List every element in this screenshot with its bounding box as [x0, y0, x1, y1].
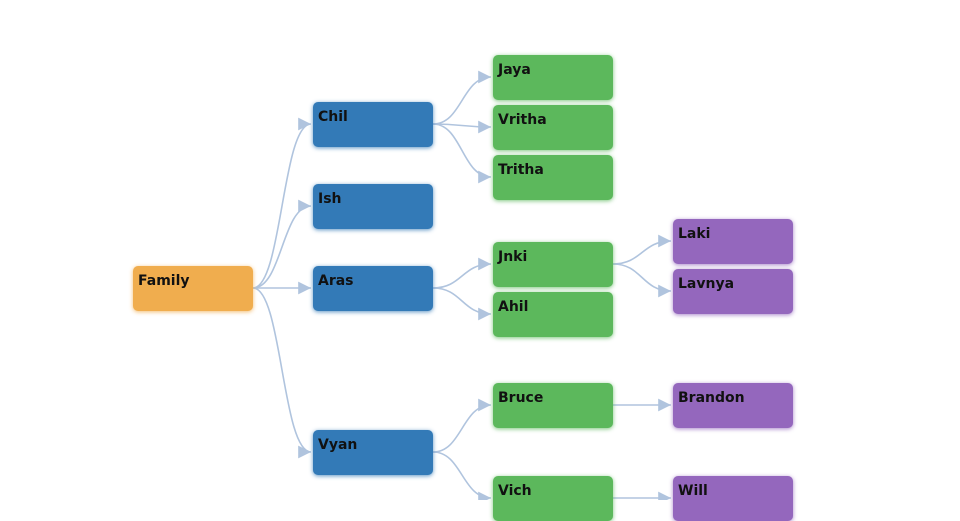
connector-aras-jnki [432, 257, 492, 289]
node-label: Tritha [498, 162, 544, 178]
node-jnki[interactable]: Jnki [493, 242, 613, 287]
connector-chil-tritha [432, 123, 492, 184]
node-will[interactable]: Will [673, 476, 793, 521]
node-lavnya[interactable]: Lavnya [673, 269, 793, 314]
node-ish[interactable]: Ish [313, 184, 433, 229]
node-label: Chil [318, 109, 348, 125]
node-jaya[interactable]: Jaya [493, 55, 613, 100]
node-label: Lavnya [678, 276, 735, 292]
node-label: Brandon [678, 390, 745, 406]
node-vich[interactable]: Vich [493, 476, 613, 521]
node-label: Ahil [498, 299, 529, 315]
node-bruce[interactable]: Bruce [493, 383, 613, 428]
node-label: Will [678, 483, 708, 499]
connector-aras-ahil [432, 287, 492, 321]
node-vritha[interactable]: Vritha [493, 105, 613, 150]
node-label: Vyan [318, 437, 358, 453]
connector-chil-jaya [432, 70, 492, 125]
node-tritha[interactable]: Tritha [493, 155, 613, 200]
node-aras[interactable]: Aras [313, 266, 433, 311]
node-vyan[interactable]: Vyan [313, 430, 433, 475]
node-label: Jaya [498, 62, 531, 78]
node-brandon[interactable]: Brandon [673, 383, 793, 428]
node-label: Ish [318, 191, 342, 207]
connector-family-chil [252, 117, 312, 289]
connector-family-ish [252, 199, 312, 289]
node-chil[interactable]: Chil [313, 102, 433, 147]
connector-jnki-laki [612, 234, 672, 265]
node-label: Jnki [498, 249, 528, 265]
node-ahil[interactable]: Ahil [493, 292, 613, 337]
node-label: Laki [678, 226, 711, 242]
node-family[interactable]: Family [133, 266, 253, 311]
node-laki[interactable]: Laki [673, 219, 793, 264]
connector-layer [252, 70, 672, 500]
node-label: Vich [498, 483, 532, 499]
connector-vyan-bruce [432, 398, 492, 453]
connector-vyan-vich [432, 451, 492, 500]
node-label: Bruce [498, 390, 544, 406]
node-label: Vritha [498, 112, 547, 128]
connector-jnki-lavnya [612, 263, 672, 298]
node-label: Family [138, 273, 190, 289]
node-label: Aras [318, 273, 354, 289]
connector-chil-vritha [432, 120, 492, 134]
connector-family-vyan [252, 287, 312, 459]
